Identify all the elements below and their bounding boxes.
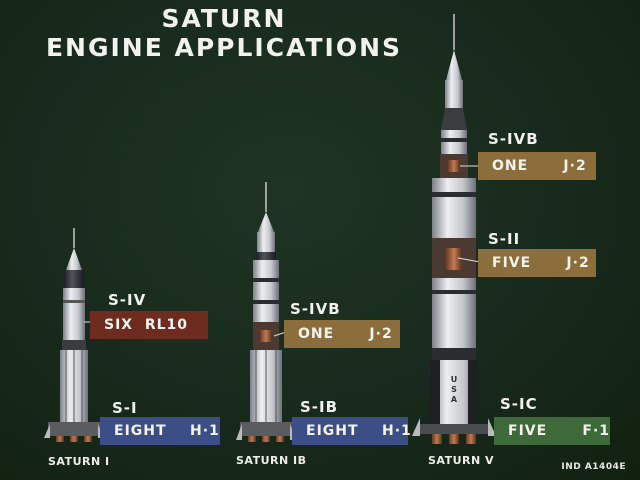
saturn-i-stage-1-label: S-IV bbox=[108, 291, 147, 309]
svg-text:S: S bbox=[451, 385, 457, 394]
saturn-v-stage-1-engines: ONE J·2 bbox=[478, 152, 596, 180]
saturn-v-name: SATURN V bbox=[428, 454, 495, 467]
saturn-v-stage-3-label: S-IC bbox=[500, 395, 538, 413]
saturn-ib-stage-1-engines: ONE J·2 bbox=[284, 320, 400, 348]
saturn-ib-name: SATURN IB bbox=[236, 454, 307, 467]
figure-code: IND A1404E bbox=[561, 462, 626, 472]
saturn-i-stage-2-engines: EIGHT H·1 bbox=[100, 417, 220, 445]
saturn-ib-rocket bbox=[236, 182, 296, 442]
saturn-i-stage-2-label: S-I bbox=[112, 399, 138, 417]
saturn-i-name: SATURN I bbox=[48, 455, 110, 468]
svg-text:A: A bbox=[451, 395, 458, 404]
saturn-ib-stage-2-engines: EIGHT H·1 bbox=[292, 417, 411, 445]
title-line-2: ENGINE APPLICATIONS bbox=[45, 33, 403, 62]
saturn-v-stage-1-label: S-IVB bbox=[488, 130, 539, 148]
saturn-i-rocket bbox=[44, 228, 104, 442]
saturn-v-stage-3-engines: FIVE F·1 bbox=[494, 417, 610, 445]
saturn-ib-stage-1-label: S-IVB bbox=[290, 300, 341, 318]
saturn-v-stage-2-engines: FIVE J·2 bbox=[478, 249, 596, 277]
title-line-1: SATURN bbox=[161, 4, 287, 33]
svg-text:U: U bbox=[451, 375, 458, 384]
chart-title: SATURN ENGINE APPLICATIONS bbox=[0, 4, 448, 62]
saturn-i-stage-1-engines: SIX RL10 bbox=[90, 311, 208, 339]
saturn-v-stage-2-label: S-II bbox=[488, 230, 521, 248]
saturn-v-rocket: U S A bbox=[412, 14, 496, 444]
saturn-ib-stage-2-label: S-IB bbox=[300, 398, 339, 416]
